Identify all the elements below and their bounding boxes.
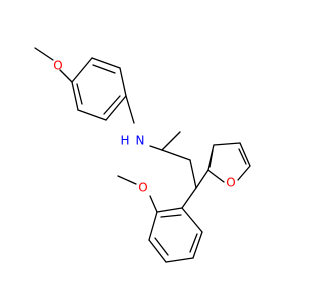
bond: [237, 165, 251, 181]
bond: [34, 47, 54, 61]
bond: [154, 237, 169, 256]
bond: [91, 57, 121, 69]
bond: [156, 207, 183, 213]
bond: [92, 64, 116, 74]
atom-o-furan: O: [226, 176, 235, 190]
bond: [195, 169, 209, 189]
bond: [148, 211, 158, 241]
bond: [105, 95, 127, 121]
bond: [160, 214, 182, 218]
bond: [119, 67, 127, 97]
bond: [149, 145, 163, 151]
bond: [192, 231, 203, 259]
bond: [181, 207, 203, 233]
atom-h-amine: H: [120, 134, 129, 148]
bond: [239, 142, 251, 167]
bond: [76, 83, 83, 105]
bond: [209, 149, 214, 168]
benzene-ring-bottom: [148, 207, 203, 263]
molecule-diagram: O H N O O: [34, 47, 251, 263]
benzene-ring-top: [71, 57, 127, 121]
bond: [165, 257, 194, 263]
atom-o-methoxy-bottom: O: [138, 181, 147, 195]
bond: [161, 149, 191, 161]
bond: [189, 233, 198, 253]
bond: [148, 239, 167, 263]
bond: [181, 187, 197, 209]
bond: [77, 109, 107, 121]
atom-n-amine: N: [136, 134, 145, 148]
bond: [213, 142, 241, 146]
bond: [149, 195, 158, 213]
bond: [189, 159, 197, 189]
atom-o-methoxy-top: O: [53, 59, 62, 73]
furan-ring: [207, 142, 251, 183]
bond: [103, 95, 121, 115]
bond: [71, 57, 93, 83]
bond: [117, 175, 137, 185]
bond: [238, 148, 247, 165]
bond: [207, 169, 225, 183]
bond: [125, 95, 135, 124]
bond: [71, 81, 79, 111]
bond: [207, 144, 215, 171]
structure-canvas: O H N O O: [34, 47, 251, 263]
bond: [59, 69, 73, 83]
bond: [161, 131, 181, 151]
